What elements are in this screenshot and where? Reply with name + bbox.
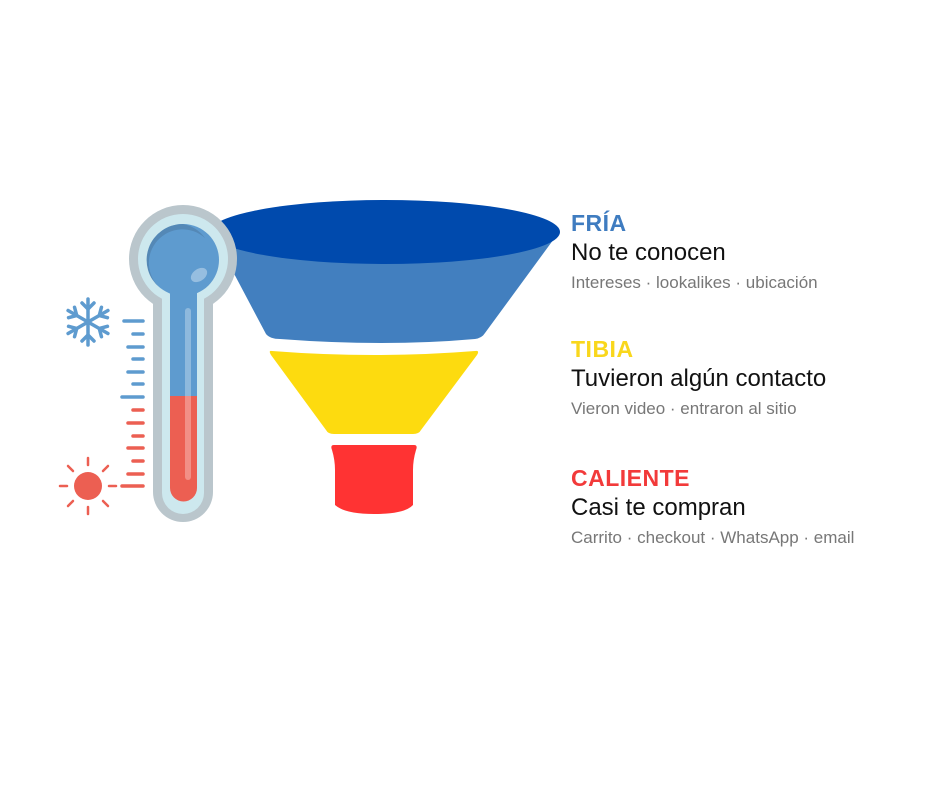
stage-tag: TIBIA: [571, 336, 634, 362]
stage-tag: FRÍA: [571, 210, 627, 236]
stage-title: No te conocen: [571, 239, 726, 266]
stage-detail: Carrito · checkout · WhatsApp · email: [571, 528, 855, 547]
stage-title: Tuvieron algún contacto: [571, 365, 827, 392]
snowflake-icon: [63, 297, 113, 347]
stage-caliente: CALIENTE Casi te compran Carrito · check…: [571, 465, 854, 549]
stage-tibia: TIBIA Tuvieron algún contacto Vieron vid…: [571, 336, 826, 420]
stage-tag: CALIENTE: [571, 465, 690, 491]
stage-title: Casi te compran: [571, 494, 746, 521]
temperature-scale: [120, 319, 145, 488]
funnel-top-opening: [210, 200, 560, 264]
stage-detail: Vieron video · entraron al sitio: [571, 399, 797, 418]
sun-icon: [58, 456, 118, 516]
funnel-warm-band: [269, 350, 479, 434]
funnel-hot-band: [331, 445, 417, 514]
stage-detail: Intereses · lookalikes · ubicación: [571, 273, 818, 292]
stage-fria: FRÍA No te conocen Intereses · lookalike…: [571, 210, 818, 294]
funnel-icon: [210, 200, 560, 514]
thermometer-icon: [129, 205, 237, 522]
